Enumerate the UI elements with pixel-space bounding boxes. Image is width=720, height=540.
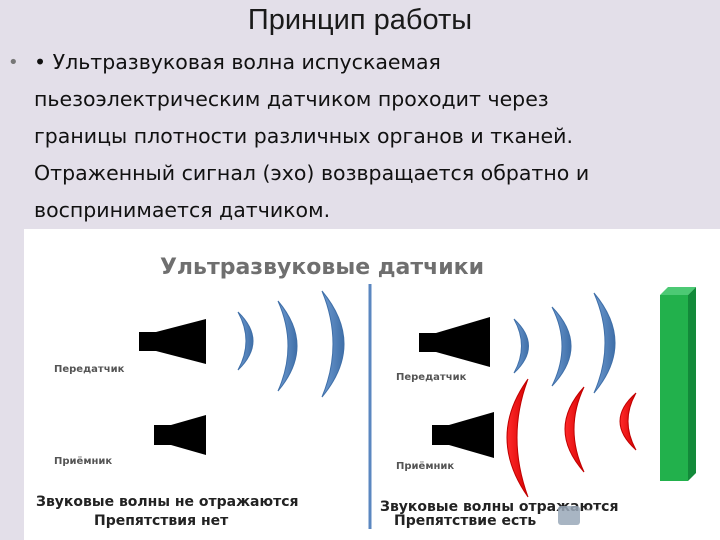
left-caption-line2: Препятствия нет: [94, 513, 229, 529]
emitted-wave-icon: [277, 300, 298, 392]
transmitter-label: Передатчик: [396, 372, 467, 383]
watermark: MyShared: [558, 506, 691, 528]
figure-svg: Ультразвуковые датчики Передатчик Приёмн…: [36, 255, 696, 529]
obstacle-icon: [660, 287, 696, 481]
transmitter-label: Передатчик: [54, 364, 125, 375]
slide-title: Принцип работы: [247, 4, 473, 36]
reflected-wave-icon: [619, 392, 637, 451]
transmitter-speaker-icon: [139, 319, 206, 364]
emitted-wave-icon: [593, 292, 616, 394]
receiver-label: Приёмник: [396, 460, 454, 472]
emitted-wave-icon: [551, 306, 572, 387]
bullet-marker: •: [8, 52, 19, 73]
ultrasonic-sensors-figure: Ультразвуковые датчики Передатчик Приёмн…: [24, 229, 720, 540]
bullet-list: • • Ультразвуковая волна испускаемая пье…: [8, 44, 714, 229]
right-caption-line2: Препятствие есть: [394, 513, 536, 529]
receiver-speaker-icon: [432, 412, 494, 458]
emitted-wave-icon: [321, 290, 345, 398]
watermark-text: MyShared: [584, 506, 691, 528]
transmitter-speaker-icon: [419, 317, 490, 367]
right-panel: Передатчик Приёмник Звуковые волны: [380, 287, 696, 529]
emitted-wave-icon: [513, 318, 529, 374]
emitted-wave-icon: [237, 311, 254, 371]
left-panel: Передатчик Приёмник Звуковые волны не от…: [36, 290, 345, 529]
left-caption-line1: Звуковые волны не отражаются: [36, 494, 299, 510]
receiver-speaker-icon: [154, 415, 206, 455]
watermark-logo-icon: [558, 506, 580, 525]
receiver-label: Приёмник: [54, 455, 112, 467]
figure-title: Ультразвуковые датчики: [160, 255, 484, 280]
bullet-text: • Ультразвуковая волна испускаемая пьезо…: [34, 50, 590, 222]
reflected-wave-icon: [506, 378, 529, 498]
reflected-wave-icon: [564, 386, 585, 473]
